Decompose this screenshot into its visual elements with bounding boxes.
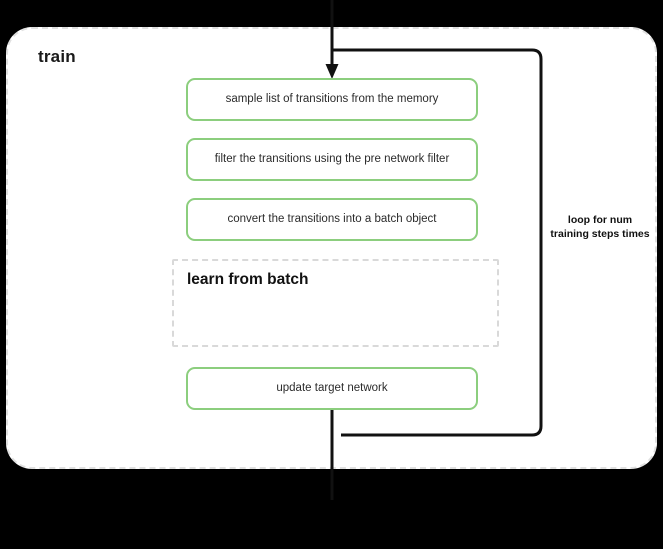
learn-from-batch-scope[interactable]: learn from batch [172, 259, 499, 347]
step-box-sample[interactable]: sample list of transitions from the memo… [186, 78, 478, 121]
step-label: update target network [276, 381, 388, 394]
step-label: sample list of transitions from the memo… [225, 92, 439, 105]
loop-annotation-label: loop for num training steps times [550, 214, 650, 240]
step-box-convert[interactable]: convert the transitions into a batch obj… [186, 198, 478, 241]
step-box-update-target-network[interactable]: update target network [186, 367, 478, 410]
step-label: convert the transitions into a batch obj… [227, 212, 437, 225]
step-box-filter[interactable]: filter the transitions using the pre net… [186, 138, 478, 181]
train-scope-title: train [38, 47, 76, 66]
step-label: filter the transitions using the pre net… [214, 152, 450, 165]
learn-from-batch-label: learn from batch [187, 271, 309, 288]
